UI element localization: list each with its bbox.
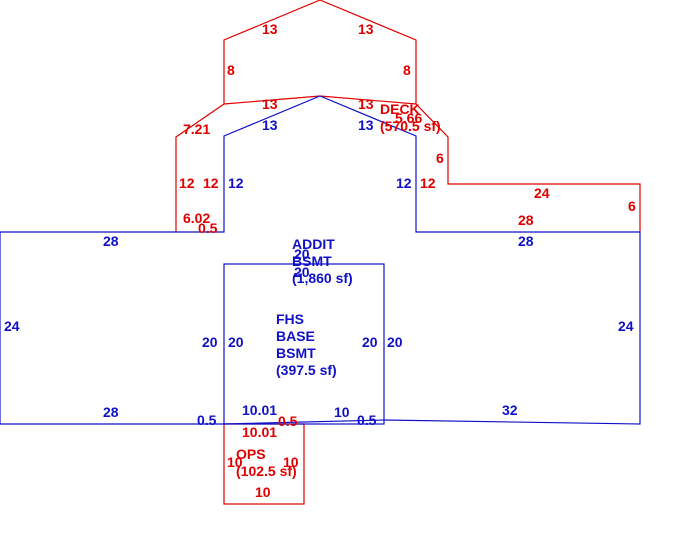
dim-small-left: 0.5 xyxy=(197,412,217,428)
dim-ops-bottom: 10 xyxy=(255,484,271,500)
dim-left-wall: 12 xyxy=(228,175,244,191)
dim-roof-right: 13 xyxy=(358,21,374,37)
deck-area: (570.5 sf) xyxy=(380,118,441,134)
dim-ops-left: 10 xyxy=(227,454,243,470)
ops-area: (102.5 sf) xyxy=(236,463,297,479)
dim-addit-left: 24 xyxy=(4,318,20,334)
dim-right-wall: 12 xyxy=(396,175,412,191)
dim-roof-left: 13 xyxy=(262,21,278,37)
addit-bsmt-outline xyxy=(0,95,641,425)
dim-addit-top-left: 28 xyxy=(103,233,119,249)
dim-ops-right: 10 xyxy=(283,454,299,470)
dim-upper-right-side: 8 xyxy=(403,62,411,78)
dim-addit-inner-a: 20 xyxy=(294,246,310,262)
dim-ops-top: 10.01 xyxy=(242,424,277,440)
dim-deck-bottom: 28 xyxy=(518,212,534,228)
dim-fhs-bottom-right: 10 xyxy=(334,404,350,420)
dim-fhs-left-b: 20 xyxy=(228,334,244,350)
dim-fhs-right-b: 20 xyxy=(387,334,403,350)
dim-addit-inner-b: 20 xyxy=(294,264,310,280)
dim-addit-top-right: 28 xyxy=(518,233,534,249)
dim-addit-bottom-right: 32 xyxy=(502,402,518,418)
fhs-base-outline xyxy=(223,263,385,425)
dim-fhs-left-a: 20 xyxy=(202,334,218,350)
addit-bsmt-line1: ADDIT xyxy=(292,236,335,252)
dim-deck-top-right: 24 xyxy=(534,185,550,201)
dim-addit-right: 24 xyxy=(618,318,634,334)
dim-ops-small: 0.5 xyxy=(278,413,298,429)
dim-inner-roof-left-blue: 13 xyxy=(262,117,278,133)
ops-name: OPS xyxy=(236,446,266,462)
dim-left-notch-small: 0.5 xyxy=(198,220,218,236)
deck-outline xyxy=(175,0,641,232)
dim-fhs-right-a: 20 xyxy=(362,334,378,350)
fhs-line1: FHS xyxy=(276,311,304,327)
dim-slope-left: 7.21 xyxy=(183,121,210,137)
dim-left-notch: 6.02 xyxy=(183,210,210,226)
dim-addit-bottom-left: 28 xyxy=(103,404,119,420)
dim-left-wing-b: 12 xyxy=(203,175,219,191)
deck-name: DECK xyxy=(380,101,420,117)
dim-inner-roof-right-red: 13 xyxy=(358,96,374,112)
dim-small-right: 0.5 xyxy=(357,412,377,428)
fhs-line2: BASE xyxy=(276,328,315,344)
dim-deck-right-side: 6 xyxy=(628,198,636,214)
dim-slope-right: 5.66 xyxy=(395,110,422,126)
fhs-area: (397.5 sf) xyxy=(276,362,337,378)
dim-inner-roof-right-blue: 13 xyxy=(358,117,374,133)
dim-left-wing-a: 12 xyxy=(179,175,195,191)
dim-step-right: 6 xyxy=(436,150,444,166)
dim-right-wing: 12 xyxy=(420,175,436,191)
addit-bsmt-area: (1,860 sf) xyxy=(292,270,353,286)
dim-upper-left-side: 8 xyxy=(227,62,235,78)
dim-inner-roof-left-red: 13 xyxy=(262,96,278,112)
fhs-line3: BSMT xyxy=(276,345,316,361)
addit-bsmt-line2: BSMT xyxy=(292,253,332,269)
dim-fhs-bottom-left: 10.01 xyxy=(242,402,277,418)
